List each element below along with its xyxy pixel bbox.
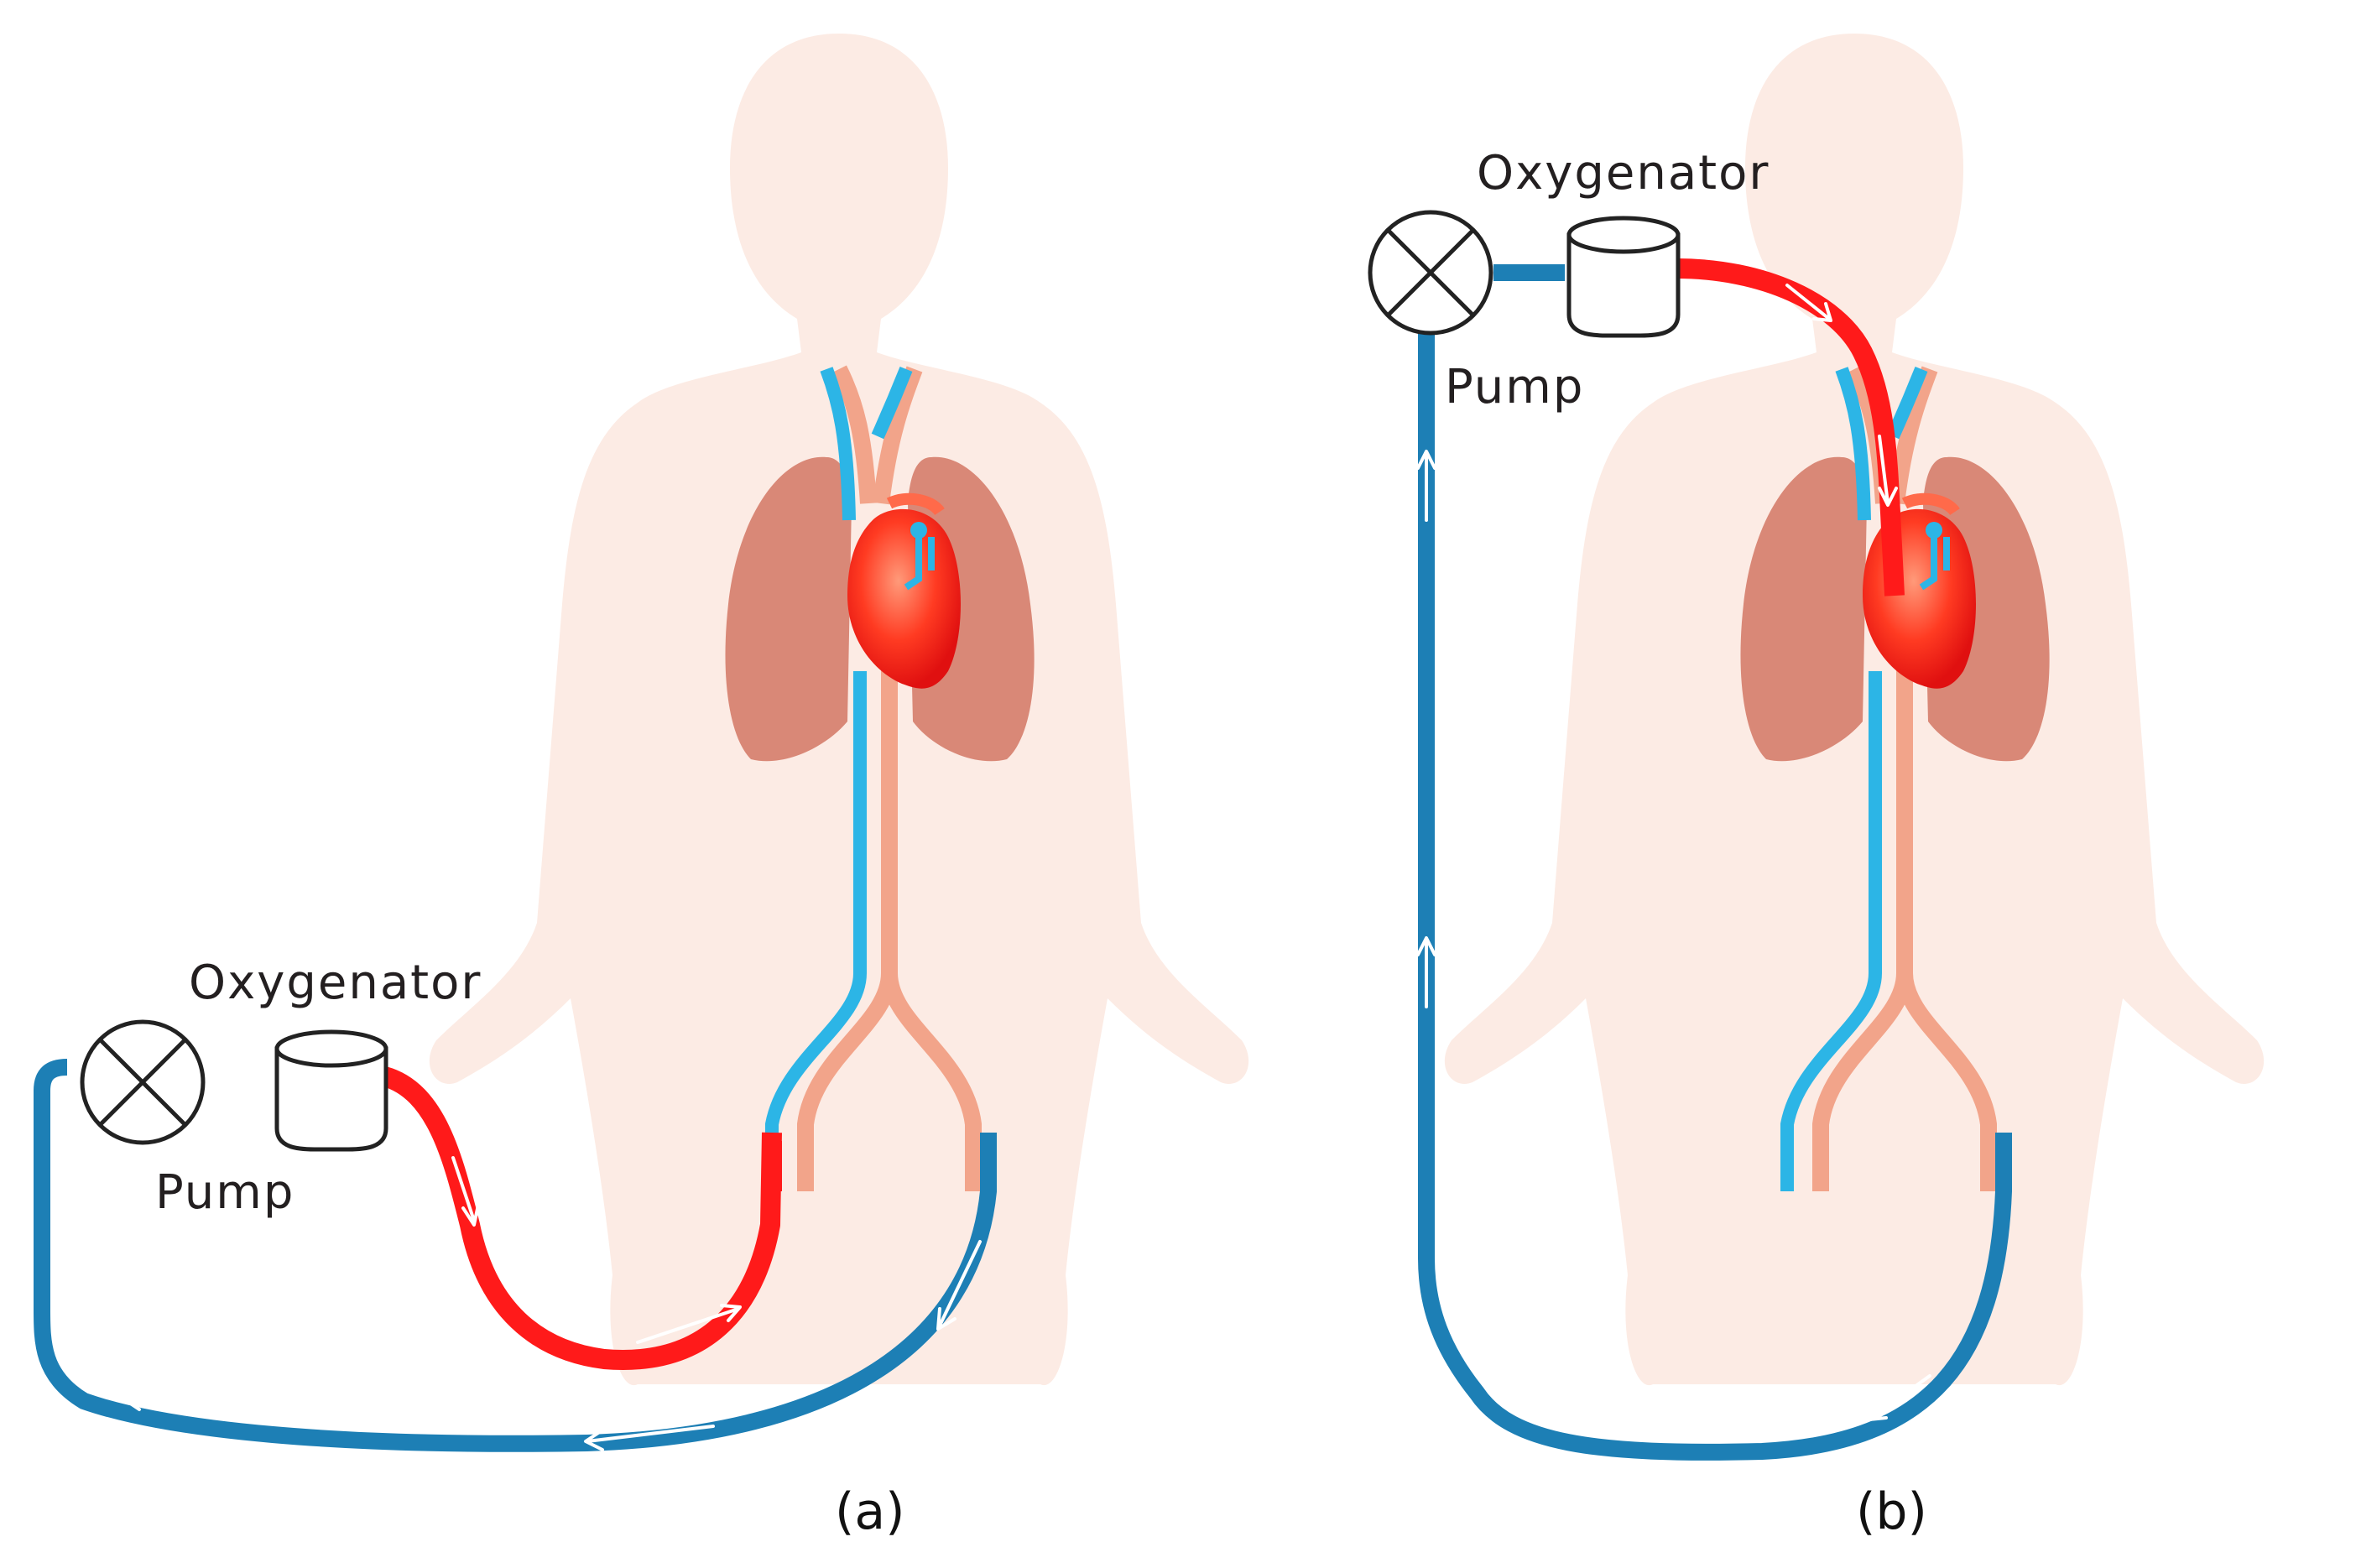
panel-a: Oxygenator Pump (a) <box>34 34 1248 1541</box>
return-cannula-tube <box>1676 258 1905 596</box>
oxygenator-label-a: Oxygenator <box>189 956 482 1010</box>
panel-caption-a: (a) <box>835 1482 905 1541</box>
pump-icon <box>1370 212 1491 333</box>
oxygenator-icon <box>277 1032 386 1149</box>
pump-label-b: Pump <box>1445 360 1584 414</box>
panel-caption-b: (b) <box>1856 1482 1927 1541</box>
pump-label-a: Pump <box>155 1165 294 1220</box>
drainage-cannula-tube <box>1418 331 2012 1461</box>
oxygenator-label-b: Oxygenator <box>1477 146 1770 201</box>
pump-icon <box>82 1022 203 1143</box>
return-cannula-tube <box>381 1066 782 1370</box>
oxygenator-icon <box>1569 218 1678 336</box>
flow-arrow-icon <box>1416 284 1931 1421</box>
panel-b: Oxygenator Pump (b) <box>1370 34 2264 1541</box>
drainage-cannula-tube <box>34 1059 997 1452</box>
flow-arrow-icon <box>122 1156 982 1451</box>
